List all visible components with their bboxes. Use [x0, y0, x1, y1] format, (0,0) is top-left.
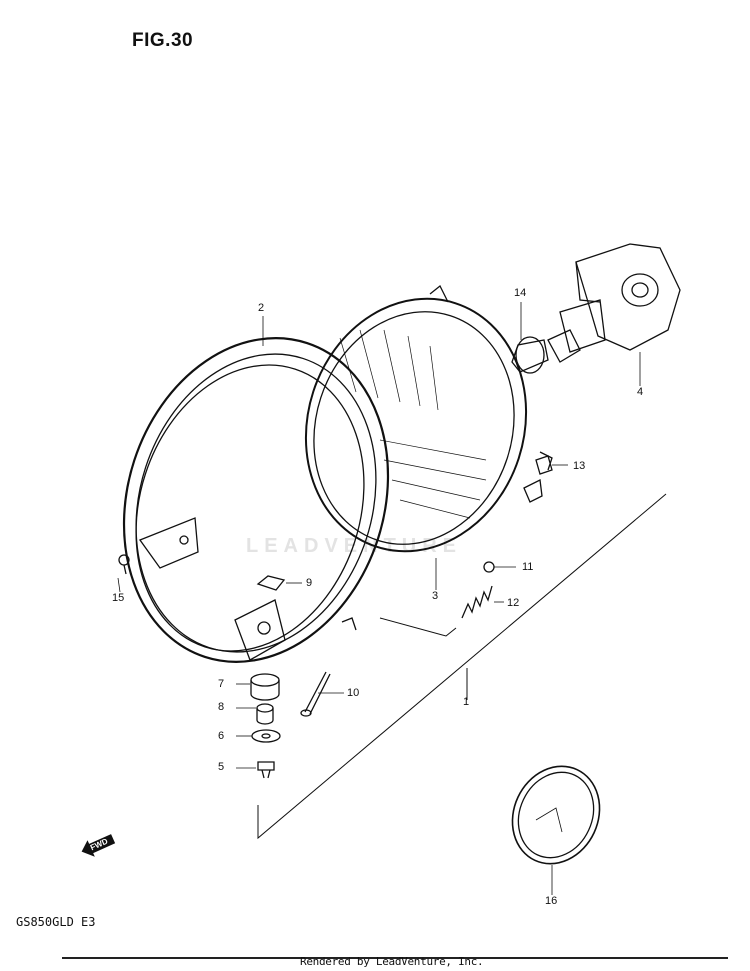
collar-8 — [256, 703, 274, 725]
callout-13: 13 — [573, 460, 586, 472]
fwd-arrow-icon — [81, 834, 116, 857]
footer-credit: Rendered by LeadVenture, Inc. — [300, 955, 484, 968]
headlight-bulb — [511, 299, 606, 374]
callout-15: 15 — [112, 592, 125, 604]
nut-11 — [483, 561, 495, 573]
callout-11: 11 — [522, 561, 534, 573]
callout-3: 3 — [432, 590, 439, 602]
model-code: GS850GLD E3 — [16, 915, 96, 929]
callout-6: 6 — [218, 730, 225, 742]
callout-14: 14 — [514, 287, 527, 299]
nut-9 — [256, 575, 286, 591]
socket-cover — [575, 243, 681, 351]
headlight-lens — [304, 284, 553, 553]
clip-13 — [535, 455, 553, 475]
callout-10: 10 — [347, 687, 360, 699]
callout-16: 16 — [545, 895, 558, 907]
callout-8: 8 — [218, 701, 225, 713]
callout-4: 4 — [637, 386, 644, 398]
washer-6 — [251, 729, 281, 743]
figure-title: FIG.30 — [132, 30, 194, 51]
callout-2: 2 — [258, 302, 265, 314]
cushion-7 — [250, 673, 280, 701]
callout-7: 7 — [218, 678, 225, 690]
spring-12 — [461, 585, 493, 619]
callout-12: 12 — [507, 597, 520, 609]
footer-rule — [62, 957, 728, 959]
callout-1: 1 — [463, 696, 470, 708]
screw-5 — [257, 761, 275, 779]
headlight-rim — [122, 337, 390, 663]
leader-lines — [117, 302, 641, 895]
assembly-bracket — [257, 493, 667, 840]
reflector-16 — [511, 765, 601, 865]
screw-15 — [118, 554, 130, 575]
callout-5: 5 — [218, 761, 225, 773]
callout-9: 9 — [306, 577, 313, 589]
bolt-10 — [300, 671, 331, 717]
